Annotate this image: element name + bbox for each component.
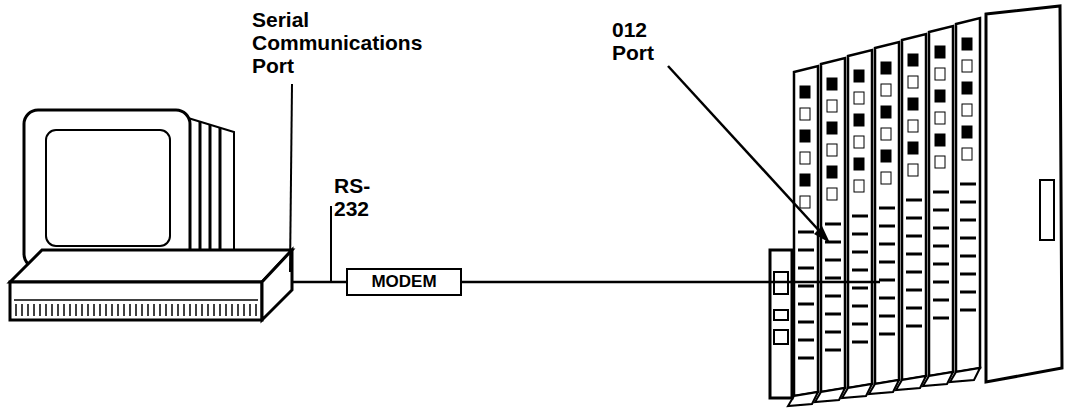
- device-label: MODEM: [371, 272, 436, 292]
- leader-line: [290, 66, 830, 272]
- port-label: Serial Communications Port: [252, 8, 422, 77]
- switch-cabinet: [770, 6, 1062, 406]
- cable-label: RS-232: [334, 174, 370, 220]
- computer-base: [10, 250, 292, 320]
- port-label: 012 Port: [612, 18, 654, 64]
- modem-box: MODEM: [346, 268, 462, 296]
